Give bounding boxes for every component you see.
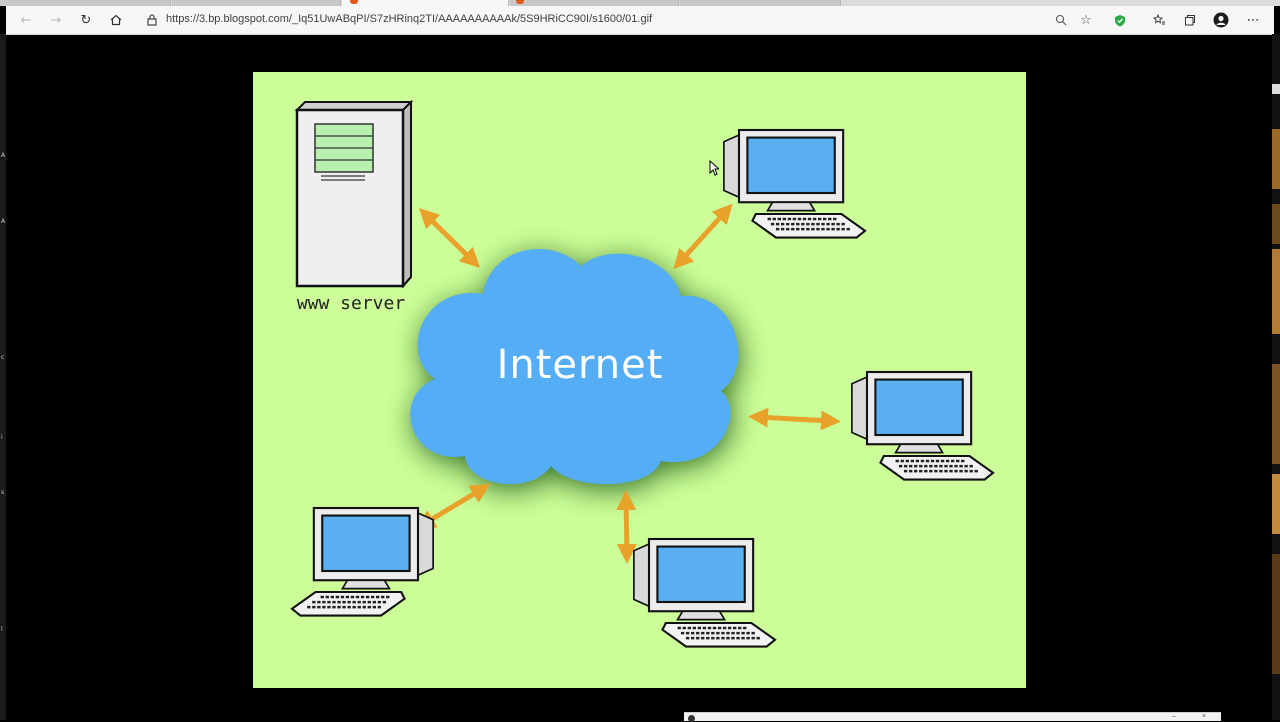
browser-tab[interactable] (172, 0, 341, 6)
network-diagram-image: Internet www server (253, 72, 1026, 688)
favorites-icon[interactable] (1149, 10, 1169, 30)
computer-icon-top-right (722, 128, 867, 239)
mouse-cursor-icon (709, 160, 719, 176)
refresh-icon[interactable]: ↻ (80, 12, 92, 28)
forward-arrow-icon[interactable]: → (50, 12, 62, 28)
www-server-label: www server (296, 293, 406, 314)
tab-strip (0, 0, 1280, 6)
app-icon[interactable] (688, 715, 695, 722)
browser-tab[interactable] (510, 0, 679, 6)
browser-tab-active[interactable] (342, 0, 509, 6)
network-diagram-graphic (290, 99, 995, 648)
shield-extension-icon[interactable] (1110, 10, 1130, 30)
connection-arrows (415, 203, 841, 564)
back-arrow-icon[interactable]: ← (20, 12, 32, 28)
right-edge-strip (1272, 34, 1280, 720)
lock-icon[interactable] (142, 10, 162, 30)
computer-icon-right (850, 370, 995, 481)
computer-icon-bottom (632, 537, 777, 648)
bottom-window-strip: – × (684, 712, 1221, 722)
internet-cloud (410, 249, 739, 485)
left-edge-strip: A A c i s l (0, 34, 6, 720)
internet-label: Internet (496, 342, 664, 388)
collections-icon[interactable] (1180, 10, 1200, 30)
server-tower-icon (294, 99, 414, 289)
zoom-icon[interactable] (1051, 10, 1071, 30)
tab-favicon-icon (516, 0, 524, 4)
browser-tab[interactable] (0, 0, 171, 6)
browser-toolbar: ← → ↻ https://3.bp.blogspot.com/_Iq51UwA… (6, 6, 1274, 35)
tab-favicon-icon (350, 0, 358, 4)
minimize-icon[interactable]: – (1172, 713, 1176, 720)
address-bar[interactable]: https://3.bp.blogspot.com/_Iq51UwABqPI/S… (166, 13, 653, 25)
more-menu-icon[interactable]: ⋯ (1246, 12, 1260, 28)
home-icon[interactable] (106, 10, 126, 30)
browser-tab[interactable] (680, 0, 841, 6)
close-icon[interactable]: × (1202, 713, 1207, 720)
computer-icon-bottom-left (290, 506, 435, 617)
profile-icon[interactable] (1211, 10, 1231, 30)
star-icon[interactable]: ☆ (1080, 12, 1092, 28)
